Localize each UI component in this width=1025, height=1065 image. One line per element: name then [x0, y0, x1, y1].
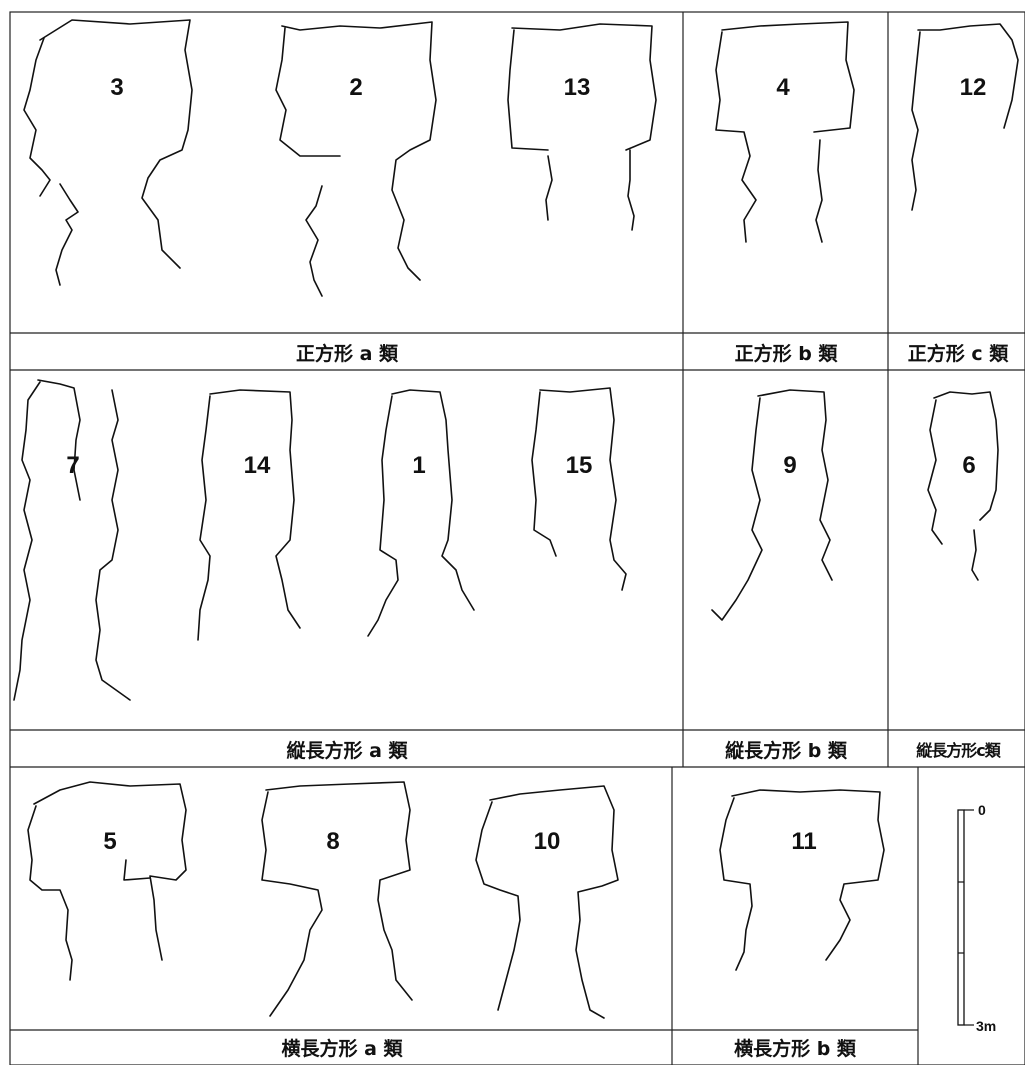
feature-number-10: 10: [534, 828, 561, 855]
feature-number-9: 9: [783, 452, 796, 479]
label-tall-a: 縦長方形 a 類: [286, 739, 408, 762]
feature-number-12: 12: [960, 74, 987, 101]
outline-feature-5: [27, 781, 187, 981]
feature-number-1: 1: [412, 452, 425, 479]
outline-feature-6: [927, 391, 999, 581]
label-square-a: 正方形 a 類: [296, 342, 399, 365]
label-square-c: 正方形 c 類: [908, 342, 1009, 365]
outline-feature-1: [367, 389, 475, 637]
outline-feature-3: [23, 19, 193, 286]
outline-feature-15: [531, 387, 627, 591]
outline-feature-14: [197, 389, 301, 641]
outline-feature-10: [475, 785, 619, 1019]
label-tall-b: 縦長方形 b 類: [725, 739, 848, 762]
label-wide-b: 横長方形 b 類: [734, 1037, 857, 1060]
feature-number-labels: 3 2 13 4 12 7 14 1 15 9 6 5 8 10 11: [66, 74, 986, 855]
outline-feature-8: [261, 781, 413, 1017]
feature-number-6: 6: [962, 452, 975, 479]
feature-number-3: 3: [110, 74, 123, 101]
outline-feature-2: [275, 21, 437, 297]
feature-number-4: 4: [776, 74, 790, 101]
label-square-b: 正方形 b 類: [735, 342, 839, 365]
feature-number-7: 7: [66, 452, 79, 479]
outline-feature-11: [719, 789, 885, 971]
scale-bar-frame: [957, 809, 965, 1026]
outline-feature-9: [711, 389, 833, 621]
scale-label-3m: 3m: [976, 1018, 996, 1034]
label-tall-c: 縦長方形c類: [916, 741, 1001, 760]
feature-number-5: 5: [103, 828, 116, 855]
feature-number-8: 8: [326, 828, 339, 855]
feature-number-15: 15: [566, 452, 593, 479]
outline-feature-13: [507, 23, 657, 231]
label-wide-a: 横長方形 a 類: [281, 1037, 403, 1060]
outline-feature-12: [911, 23, 1019, 211]
feature-number-2: 2: [349, 74, 362, 101]
outline-feature-7: [13, 379, 131, 701]
feature-number-13: 13: [564, 74, 591, 101]
scale-label-zero: 0: [978, 802, 986, 818]
type-group-labels: 正方形 a 類 正方形 b 類 正方形 c 類 縦長方形 a 類 縦長方形 b …: [281, 342, 1009, 1060]
table-grid: [9, 11, 1025, 1065]
feature-number-11: 11: [791, 828, 816, 855]
outline-feature-4: [715, 21, 855, 243]
scale-bar: 0 3m: [957, 802, 996, 1034]
feature-number-14: 14: [244, 452, 271, 479]
